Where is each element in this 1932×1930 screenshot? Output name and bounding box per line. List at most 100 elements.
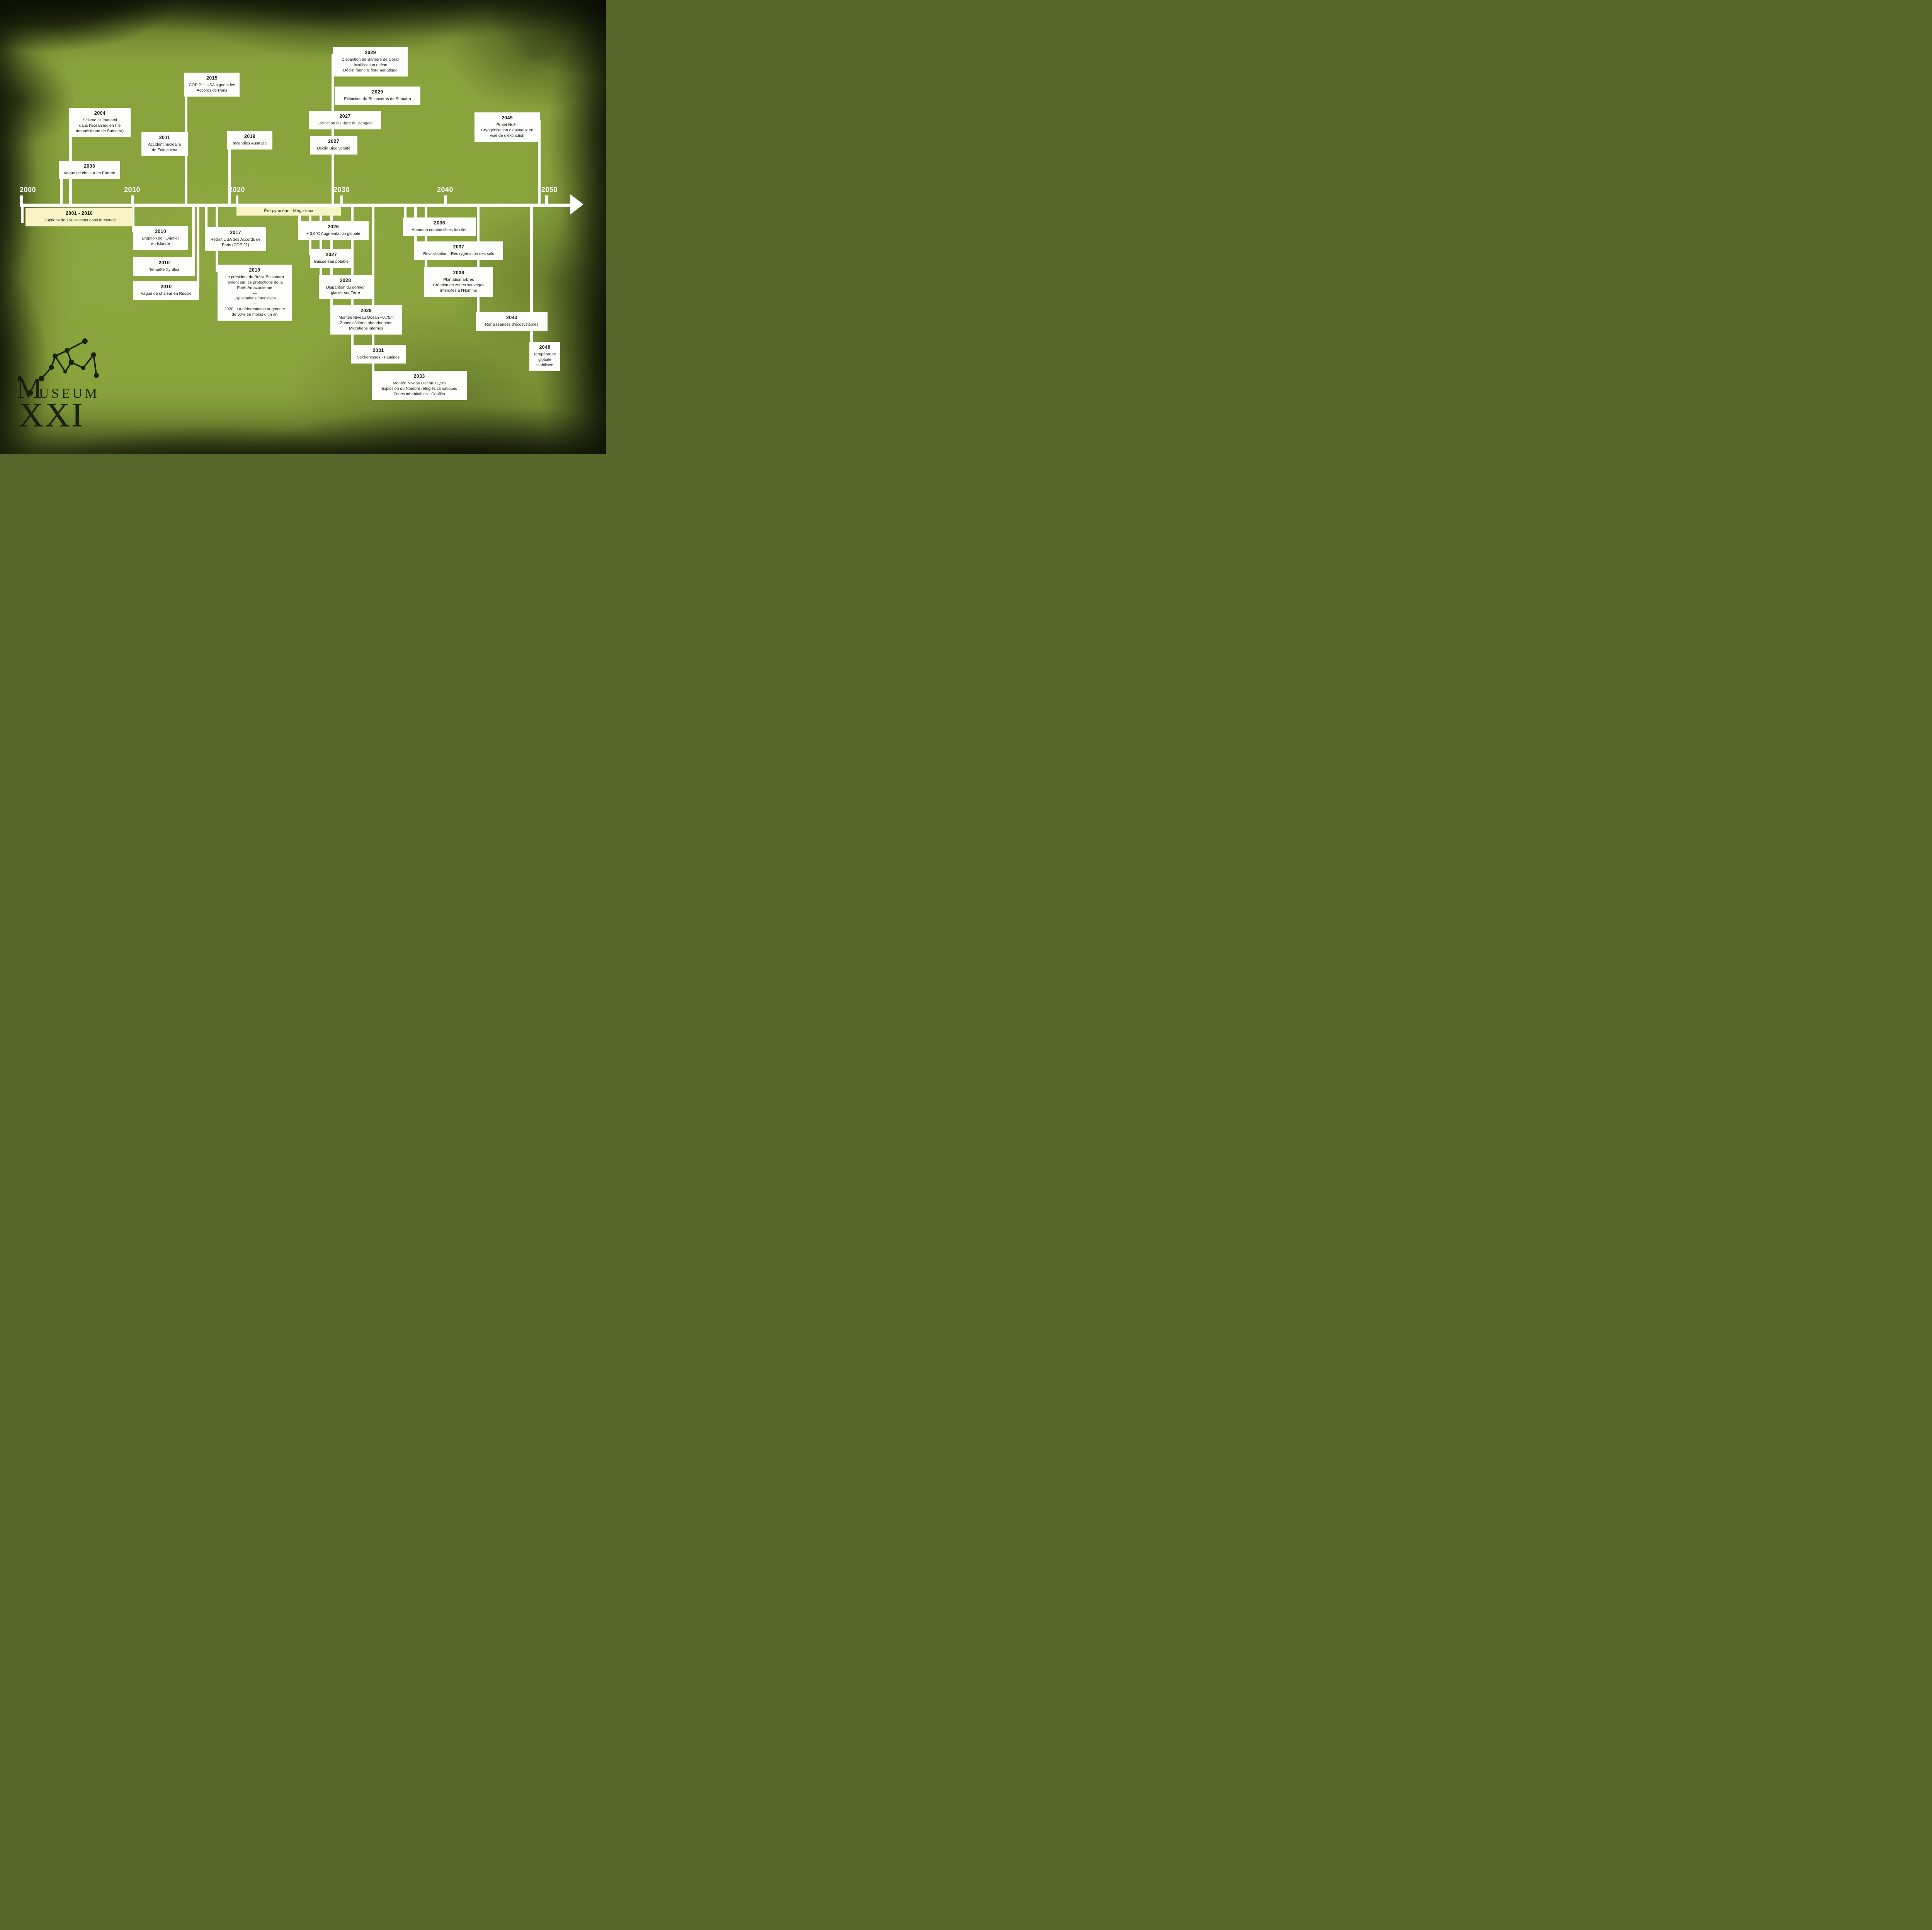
conn-2028-below	[320, 206, 322, 282]
event-year: 2028	[340, 278, 351, 283]
museum-xxi-logo: M USEUM XXI	[18, 338, 99, 430]
event-year: 2029	[372, 89, 383, 95]
event-year: 2026	[327, 224, 339, 229]
timeline-axis-bar	[20, 204, 571, 207]
event-year: 2001 - 2010	[65, 211, 93, 216]
event-text: Tempête Xynthia	[149, 267, 180, 272]
conn-2001-below	[21, 206, 24, 223]
event-text: Ère pyrocène - Méga-feux	[264, 209, 313, 213]
timeline-arrow-icon	[570, 194, 583, 214]
constellation-icon	[41, 340, 97, 379]
axis-tick-2020	[236, 195, 238, 204]
event-text: Abandon combustibles fossiles	[412, 228, 468, 232]
event-year: 2033	[413, 374, 425, 379]
event-year: 2004	[94, 110, 105, 116]
event-year: 2043	[506, 315, 517, 320]
event-text: Sécheresses - Famines	[357, 355, 400, 360]
axis-tick-2000	[20, 195, 23, 204]
conn-2043-below	[477, 206, 480, 319]
event-year: 2031	[372, 348, 384, 353]
event-year: 2015	[206, 75, 218, 81]
axis-tick-2030	[340, 195, 343, 204]
event-text: Revitalisation - Réoxygénation des sols	[423, 251, 494, 256]
event-year: 2010	[160, 284, 172, 289]
conn-2038-below	[425, 206, 427, 274]
event-2026-augmentation: 2026 + 3,6°C Augmentation globale	[298, 221, 369, 240]
event-year: 2010	[158, 260, 170, 265]
event-year: 2019	[244, 134, 255, 139]
event-year: 2037	[453, 244, 464, 250]
conn-2010-russie	[197, 206, 199, 288]
event-text: Baisse eau potable	[314, 259, 349, 264]
event-text: Vague de chaleur en Russie	[141, 291, 192, 296]
event-year: 2010	[155, 229, 166, 234]
event-year: 2027	[325, 252, 337, 257]
event-text: Déclin Biodiversité	[317, 146, 350, 151]
event-ere-pyrocene: Ère pyrocène - Méga-feux	[236, 207, 341, 216]
event-text: Extinction du Rhinocéros de Sumatra	[344, 97, 411, 101]
event-year: 2049	[501, 115, 513, 121]
event-year: 2027	[328, 139, 339, 144]
event-year: 2017	[230, 230, 241, 235]
axis-year-label-2000: 2000	[19, 186, 36, 194]
axis-tick-2050	[545, 195, 548, 204]
event-text: + 3,6°C Augmentation globale	[306, 231, 361, 236]
event-text: Vague de chaleur en Europe	[64, 171, 115, 175]
event-year: 2011	[159, 135, 170, 140]
event-text: Incendies Australie	[233, 141, 267, 146]
axis-year-label-2050: 2050	[541, 186, 558, 194]
event-year: 2036	[434, 220, 445, 226]
event-year: 2029	[360, 308, 372, 313]
event-year: 2029	[364, 50, 376, 55]
event-year: 2038	[453, 270, 464, 275]
logo-roman-xxi: XXI	[19, 395, 84, 430]
axis-year-label-2020: 2020	[228, 186, 245, 194]
axis-year-label-2040: 2040	[437, 186, 454, 194]
axis-year-label-2010: 2010	[124, 186, 141, 194]
event-text: Extinction du Tigre du Bengale	[317, 121, 373, 126]
axis-year-label-2030: 2030	[333, 186, 350, 194]
event-year: 2048	[539, 345, 551, 350]
event-text: Renaissances d’écosystèmes	[485, 322, 539, 327]
event-year: 2019	[249, 267, 260, 273]
event-year: 2003	[83, 163, 95, 169]
event-text: Éruptions de 150 volcans dans le Monde	[43, 218, 116, 223]
